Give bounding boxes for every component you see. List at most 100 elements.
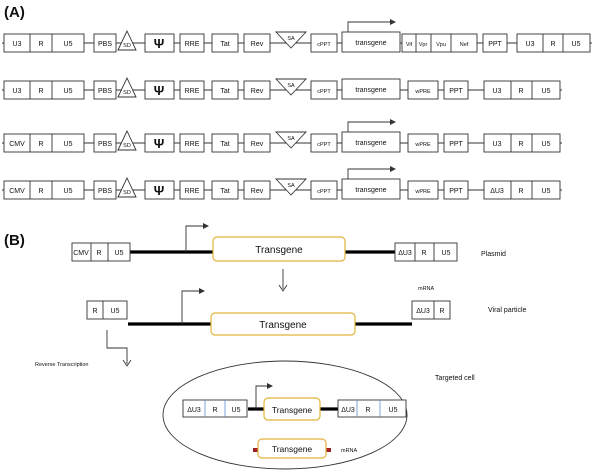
rtr-r: R [518,141,523,148]
rev-label: Rev [251,141,264,148]
wpre-label: wPRE [414,142,431,148]
tat-label: Tat [220,141,229,148]
vpr-label: Vpr [419,42,428,48]
cppt-label: cPPT [317,142,331,148]
nef-label: Nef [460,42,469,48]
sd-label: SD [123,90,131,96]
viral-rtr-r: R [439,308,444,315]
viral-delta-u3: ΔU3 [416,308,430,315]
integrated-provirus: ΔU3 R U5 Transgene ΔU3 R U5 [182,383,407,421]
plasmid-transgene: Transgene [255,245,303,256]
rtr-r: R [518,88,523,95]
rre-label: RRE [185,41,200,48]
rre-label: RRE [185,141,200,148]
rev-label: Rev [251,88,264,95]
sa-label: SA [287,183,295,189]
ltr-u5: U5 [64,188,73,195]
rre-label: RRE [185,88,200,95]
pbs-label: PBS [98,141,112,148]
ppt-label: PPT [449,188,463,195]
plasmid-rtr-r: R [421,250,426,257]
wpre-label: wPRE [414,89,431,95]
cell-r-right: R [365,407,370,414]
rtr-u5: U5 [542,88,551,95]
ltr-cmv: CMV [9,141,25,148]
plasmid-cmv: CMV [73,250,89,257]
cppt-label: cPPT [317,189,331,195]
viral-u5: U5 [111,308,120,315]
reverse-transcription-arrow [106,330,128,364]
rtr-u5: U5 [542,188,551,195]
cell-mrna-label: mRNA [341,448,358,454]
vif-label: Vif [406,42,413,48]
ppt-label: PPT [488,41,502,48]
viral-particle-construct: R U5 Transgene ΔU3 R mRNA Viral particle [86,286,526,336]
transgene-label: transgene [355,40,386,47]
psi-label: Ψ [154,136,165,151]
ppt-label: PPT [449,141,463,148]
plasmid-r: R [96,250,101,257]
arrow-head-1 [278,284,288,292]
rtr-u5: U5 [572,41,581,48]
ltr-u5: U5 [64,88,73,95]
sa-label: SA [287,36,295,42]
rtr-r: R [550,41,555,48]
mrna-transgene: Transgene [272,444,313,454]
tat-label: Tat [220,88,229,95]
cppt-label: cPPT [317,42,331,48]
rtr-r: R [518,188,523,195]
panel-a-label: (A) [4,4,25,21]
viral-mrna-label: mRNA [418,286,435,292]
transgene-label: transgene [355,87,386,94]
transgene-label: transgene [355,140,386,147]
pbs-label: PBS [98,88,112,95]
ltr-r: R [38,188,43,195]
rre-label: RRE [185,188,200,195]
wpre-label: wPRE [414,189,431,195]
ltr-u5: U5 [64,41,73,48]
cell-u5-right: U5 [389,407,398,414]
plasmid-caption: Plasmid [481,251,506,258]
tat-label: Tat [220,41,229,48]
ltr-r: R [38,141,43,148]
reverse-transcription-arrow-head [122,359,132,367]
ltr-u3: U3 [13,41,22,48]
psi-label: Ψ [154,83,165,98]
ltr-cmv: CMV [9,188,25,195]
viral-caption: Viral particle [488,307,526,314]
reverse-transcription-label: Reverse Transcription [35,362,89,368]
viral-r: R [92,308,97,315]
sd-label: SD [123,190,131,196]
rtr-u3: U3 [493,88,502,95]
rev-label: Rev [251,188,264,195]
sa-label: SA [287,136,295,142]
ltr-r: R [38,41,43,48]
targeted-cell-caption: Targeted cell [435,375,475,382]
psi-label: Ψ [154,183,165,198]
sa-label: SA [287,83,295,89]
cell-delta-u3-right: ΔU3 [341,407,355,414]
ltr-u5: U5 [64,141,73,148]
pbs-label: PBS [98,188,112,195]
vector-row-1: U3 R U5 PBS SD Ψ RRE Tat Rev SA cPPT tra… [2,19,592,53]
plasmid-construct: CMV R U5 Transgene ΔU3 R U5 Plasmid [71,223,506,262]
cell-u5-left: U5 [232,407,241,414]
ppt-label: PPT [449,88,463,95]
sd-label: SD [123,43,131,49]
panel-b-label: (B) [4,232,25,249]
vpu-label: Vpu [436,42,446,48]
cppt-label: cPPT [317,89,331,95]
plasmid-delta-u3: ΔU3 [398,250,412,257]
cell-r-left: R [212,407,217,414]
sd-label: SD [123,143,131,149]
rtr-u3: U3 [493,141,502,148]
cell-transgene: Transgene [272,405,313,415]
ltr-r: R [38,88,43,95]
plasmid-u5: U5 [115,250,124,257]
cell-delta-u3-left: ΔU3 [187,407,201,414]
vector-row-3: CMV R U5 PBS SD Ψ RRE Tat Rev SA cPPT tr… [2,119,562,153]
rtr-delta-u3: ΔU3 [490,188,504,195]
vector-row-4: CMV R U5 PBS SD Ψ RRE Tat Rev SA cPPT tr… [2,166,562,200]
